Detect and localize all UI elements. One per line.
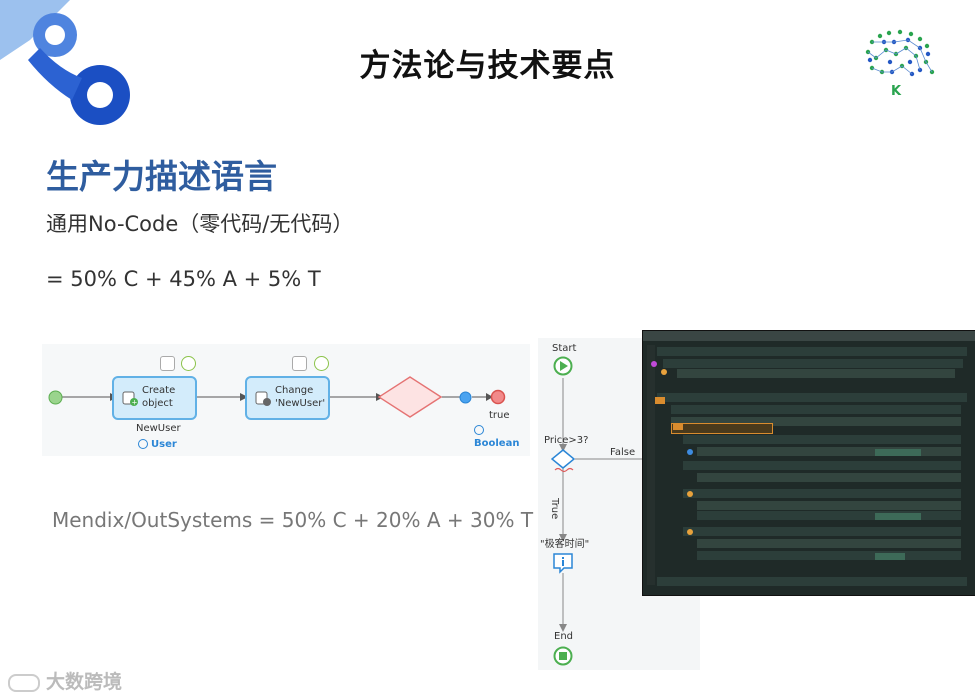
- start-event-icon: [553, 356, 573, 376]
- svg-text:K: K: [891, 84, 902, 99]
- watermark-text: 大数跨境: [8, 667, 122, 694]
- svg-text:+: +: [132, 399, 138, 407]
- refresh-icon: [314, 356, 329, 371]
- section-heading: 生产力描述语言: [46, 157, 277, 196]
- boolean-icon: [474, 425, 484, 435]
- change-object-activity[interactable]: Change 'NewUser': [245, 376, 330, 420]
- entity-icon: [292, 356, 307, 371]
- change-object-icon: [255, 391, 271, 406]
- nocode-subtitle: 通用No-Code（零代码/无代码）: [46, 212, 354, 236]
- status-dot-icon: [687, 449, 693, 455]
- create-object-icon: +: [122, 391, 138, 407]
- create-object-label-2: object: [142, 398, 173, 409]
- true-branch-label: True: [549, 498, 560, 520]
- mendix-microflow-panel: + Create object NewUser User Change 'New…: [42, 344, 530, 456]
- vertical-flow-lines: [554, 378, 642, 632]
- mendix-formula: Mendix/OutSystems = 50% C + 20% A + 30% …: [52, 508, 534, 532]
- output-variable-name: NewUser: [136, 423, 181, 434]
- end-label: End: [554, 631, 574, 642]
- merge-dot-icon: [459, 391, 472, 404]
- message-icon: [553, 553, 573, 574]
- decision-label: Price>3?: [544, 435, 589, 446]
- end-return-value: true: [489, 410, 510, 421]
- change-object-label-2: 'NewUser': [275, 398, 326, 409]
- status-dot-icon: [661, 369, 667, 375]
- value-badge: [875, 553, 905, 560]
- status-dot-icon: [651, 361, 657, 367]
- end-event-icon: [553, 646, 573, 666]
- nocode-formula: = 50% C + 45% A + 5% T: [46, 267, 321, 291]
- status-dot-icon: [687, 491, 693, 497]
- info-icon: [138, 439, 148, 449]
- entity-icon: [160, 356, 175, 371]
- value-badge: [875, 449, 921, 456]
- end-return-type: Boolean: [474, 424, 530, 450]
- status-dot-icon: [687, 529, 693, 535]
- start-event-icon: [48, 390, 63, 405]
- decision-gateway[interactable]: [378, 376, 442, 418]
- editor-gutter: [647, 345, 655, 585]
- start-label: Start: [552, 343, 577, 354]
- brand-logo: K: [865, 29, 935, 99]
- editor-titlebar: [643, 331, 975, 341]
- action-label: "极客时间": [540, 539, 590, 550]
- corner-logo: [0, 0, 130, 125]
- highlight-marker: [655, 397, 665, 404]
- create-object-label-1: Create: [142, 385, 176, 396]
- slide-title: 方法论与技术要点: [359, 48, 616, 84]
- end-event-icon: [490, 389, 506, 405]
- watermark-logo-icon: [8, 673, 40, 692]
- output-variable-type: User: [138, 438, 177, 451]
- decision-gateway[interactable]: [551, 449, 575, 469]
- value-badge: [875, 513, 921, 520]
- code-editor-screenshot: [642, 330, 975, 596]
- change-object-label-1: Change: [275, 385, 314, 396]
- highlight-marker: [673, 423, 683, 430]
- create-object-activity[interactable]: + Create object: [112, 376, 197, 420]
- refresh-icon: [181, 356, 196, 371]
- false-branch-label: False: [610, 447, 636, 458]
